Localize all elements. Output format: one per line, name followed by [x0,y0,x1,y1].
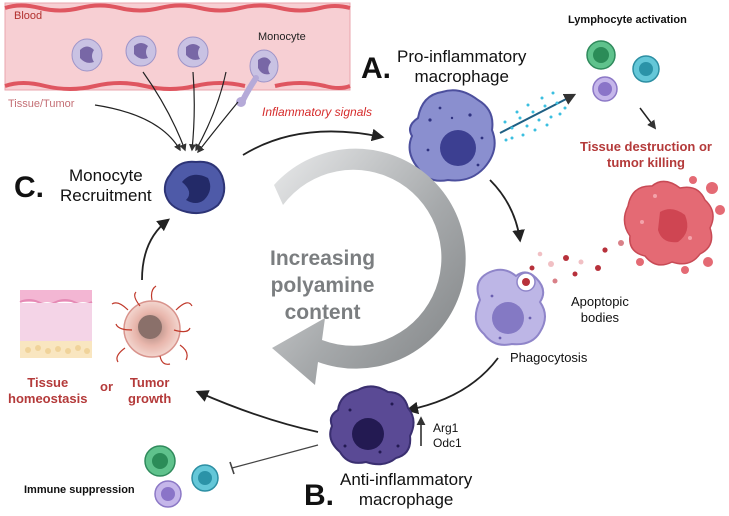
apoptotic-body-icon [529,240,624,284]
monocyte-to-pro-arrow [242,128,385,156]
dying-cell-icon [623,176,725,274]
phagocytic-macrophage-icon [474,268,546,346]
anti-inflammatory-macrophage-icon [329,385,415,466]
immune-suppression-label: Immune suppression [24,484,135,496]
or-label: or [100,379,113,394]
lymphocyte-icon [144,445,176,477]
lymphocyte-icon [586,40,616,70]
stage-b-title: Anti-inflammatory macrophage [340,470,473,509]
stage-a-letter: A. [361,52,391,85]
lymphocyte-icon [592,76,618,102]
polyamine-center-label: Increasing polyamine content [270,247,376,324]
monocyte-icon [125,35,157,67]
activated-lymphocytes [586,40,660,102]
lymphocyte-to-destruction-arrow [639,107,657,130]
inflammatory-signals-label: Inflammatory signals [262,105,373,119]
tumor-cell-icon [111,285,193,365]
lymphocyte-icon [154,480,182,508]
recruitment-arrows [94,71,239,154]
pro-inflammatory-macrophage-icon [408,89,496,182]
inhibit-arrow-icon [229,444,319,475]
monocyte-label: Monocyte [258,31,306,43]
phago-to-anti-arrow [405,357,499,415]
anti-to-outcome-arrow [195,390,319,433]
cycle-arrow-icon [272,148,466,385]
tissue-homeostasis-label: Tissue homeostasis [8,375,88,406]
monocyte-icon [177,36,209,68]
extravasating-monocyte-icon [236,49,279,107]
stage-c-letter: C. [14,171,44,204]
tissue-tumor-label: Tissue/Tumor [8,98,75,110]
gene-labels: Arg1 Odc1 [433,421,462,450]
blood-vessel-icon [4,2,351,91]
scatter-arrow-icon [499,91,577,142]
lymphocyte-icon [632,55,660,83]
lymphocyte-icon [191,464,219,492]
apoptotic-bodies-label: Apoptopic bodies [571,294,629,325]
stage-c-title: Monocyte Recruitment [60,166,152,205]
pro-to-phago-arrow [489,179,525,243]
blood-label: Blood [14,10,43,22]
tissue-layers-icon [19,290,93,358]
lymphocyte-activation-label: Lymphocyte activation [568,14,687,26]
tumor-growth-label: Tumor growth [128,375,172,406]
monocyte-icon [71,38,103,72]
outcome-to-monocyte-arrow [141,218,170,281]
suppressed-lymphocytes [144,445,219,508]
recruited-monocyte-icon [163,160,226,215]
stage-b-letter: B. [304,479,334,512]
phagocytosis-label: Phagocytosis [510,350,588,365]
blood-monocytes [71,35,279,107]
stage-a-title: Pro-inflammatory macrophage [397,47,527,86]
tissue-destruction-label: Tissue destruction or tumor killing [580,139,712,170]
